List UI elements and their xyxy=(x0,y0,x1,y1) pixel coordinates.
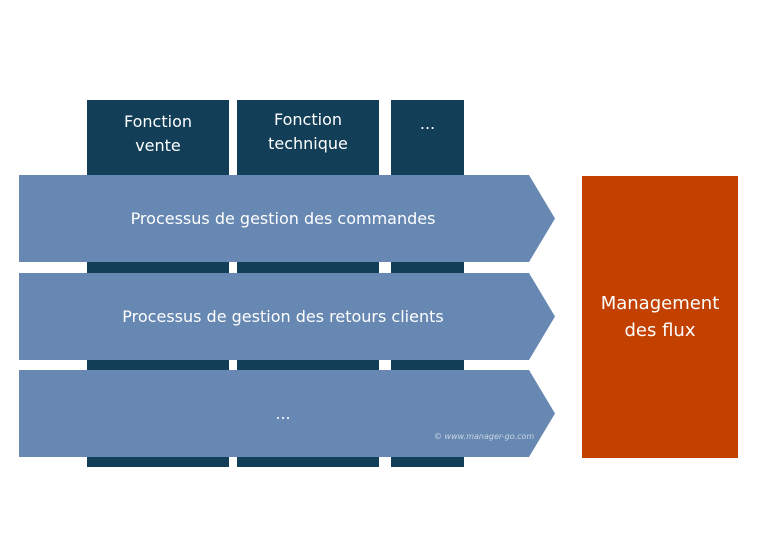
function-label: Fonction vente xyxy=(87,110,229,158)
function-label-line2: vente xyxy=(135,136,181,155)
watermark: © www.manager-go.com xyxy=(434,432,535,441)
function-label-line1: Fonction xyxy=(123,112,192,131)
function-label-line1: Fonction xyxy=(273,110,342,129)
management-box: Management des flux xyxy=(582,176,738,458)
process-arrow-retours: Processus de gestion des retours clients xyxy=(19,273,555,360)
management-label-line2: des flux xyxy=(624,320,696,341)
function-label: ... xyxy=(391,112,464,136)
process-label: Processus de gestion des commandes xyxy=(130,209,436,228)
management-label: Management des flux xyxy=(601,290,720,344)
process-label: ... xyxy=(275,404,291,423)
process-arrow-commandes: Processus de gestion des commandes xyxy=(19,175,555,262)
function-label-line1: ... xyxy=(419,114,436,133)
process-arrow-etc: ... © www.manager-go.com xyxy=(19,370,555,457)
management-label-line1: Management xyxy=(600,293,720,314)
function-label: Fonction technique xyxy=(237,108,379,156)
process-label: Processus de gestion des retours clients xyxy=(122,307,444,326)
function-label-line2: technique xyxy=(268,134,348,153)
